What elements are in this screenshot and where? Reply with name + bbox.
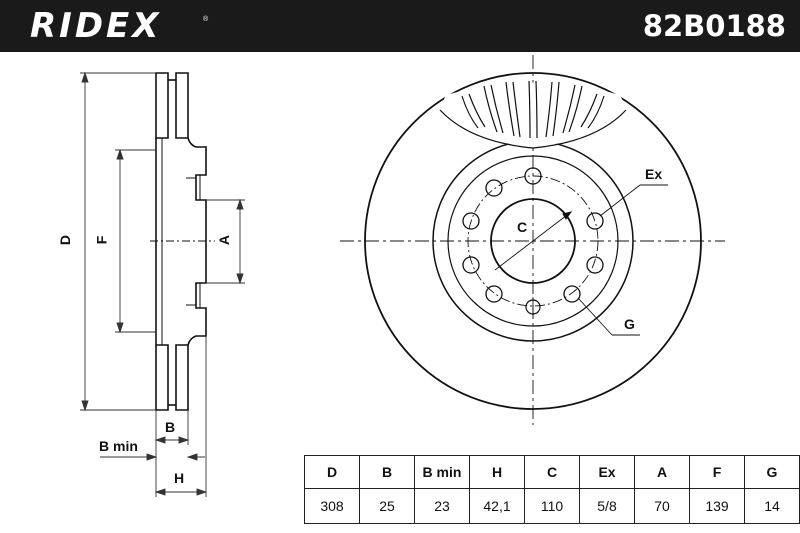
part-number: 82B0188 [642, 9, 786, 43]
spec-value-ex: 5/8 [579, 488, 635, 524]
dim-label-c: C [517, 219, 528, 235]
dim-label-ex: Ex [645, 166, 663, 182]
spec-value-g: 14 [744, 488, 800, 524]
dim-label-g: G [624, 316, 635, 332]
spec-table: D B B min H C Ex A F G 308 25 23 42,1 11… [304, 455, 800, 524]
spec-value-h: 42,1 [469, 488, 525, 524]
spec-value-b: 25 [359, 488, 415, 524]
dimension-lines [80, 71, 245, 497]
spec-value-c: 110 [524, 488, 580, 524]
side-view [150, 72, 215, 411]
front-view [340, 55, 725, 425]
dim-label-b-min: B min [99, 438, 138, 454]
spec-header-c: C [524, 455, 580, 489]
dim-label-a: A [216, 234, 233, 246]
spec-header-ex: Ex [579, 455, 635, 489]
spec-header-d: D [304, 455, 360, 489]
spec-table-header-row: D B B min H C Ex A F G [304, 455, 800, 489]
header-bar: RIDEX ® 82B0188 [0, 0, 800, 52]
spec-header-h: H [469, 455, 525, 489]
spec-value-a: 70 [634, 488, 690, 524]
dim-label-b: B [165, 419, 176, 435]
spec-header-b: B [359, 455, 415, 489]
registered-mark: ® [203, 16, 209, 23]
spec-header-b-min: B min [414, 455, 470, 489]
dim-label-h: H [174, 470, 185, 486]
spec-header-g: G [744, 455, 800, 489]
spec-value-d: 308 [304, 488, 360, 524]
spec-value-f: 139 [689, 488, 745, 524]
spec-value-b-min: 23 [414, 488, 470, 524]
dim-label-f: F [93, 235, 110, 245]
brand-logo: RIDEX [30, 6, 162, 46]
spec-table-value-row: 308 25 23 42,1 110 5/8 70 139 14 [304, 488, 800, 524]
dim-label-d: D [57, 234, 74, 246]
spec-header-a: A [634, 455, 690, 489]
spec-header-f: F [689, 455, 745, 489]
